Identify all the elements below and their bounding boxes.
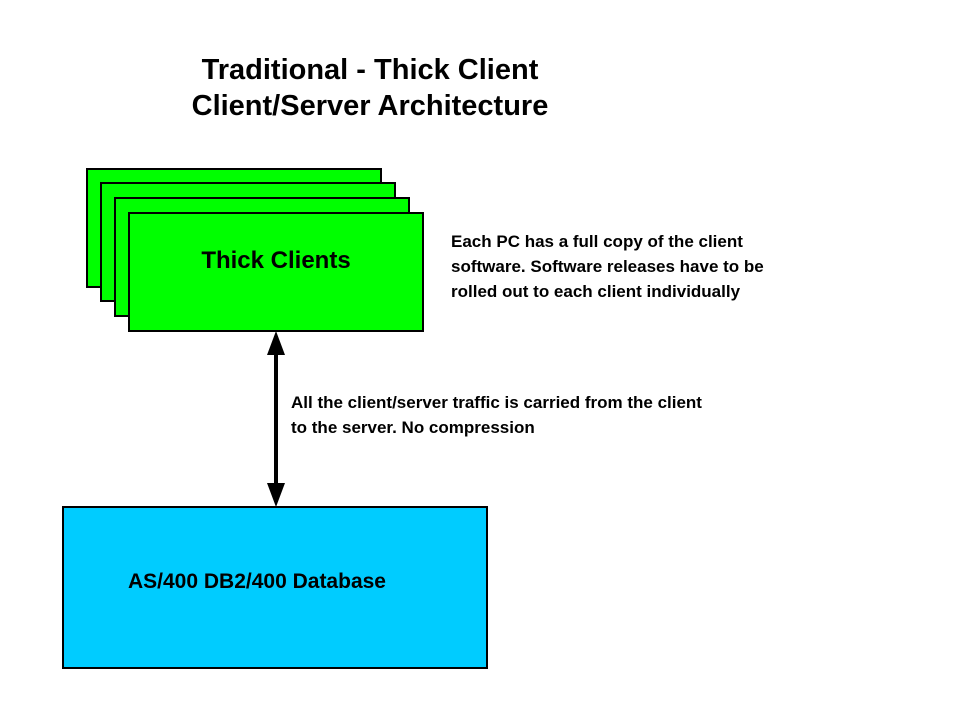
database-label: AS/400 DB2/400 Database (128, 570, 386, 593)
title-line-2: Client/Server Architecture (191, 90, 549, 122)
thick-client-box-front: Thick Clients (128, 212, 424, 332)
annotation-client-software: Each PC has a full copy of the client so… (451, 229, 764, 304)
annotation-traffic: All the client/server traffic is carried… (291, 390, 702, 440)
annotation-client-software-line-1: Each PC has a full copy of the client (451, 232, 743, 251)
annotation-traffic-line-1: All the client/server traffic is carried… (291, 393, 702, 412)
annotation-client-software-line-3: rolled out to each client individually (451, 282, 741, 301)
thick-clients-label: Thick Clients (201, 247, 351, 274)
title-line-1: Traditional - Thick Client (201, 54, 539, 86)
diagram-title: Traditional - Thick Client Client/Server… (0, 52, 740, 124)
database-box: AS/400 DB2/400 Database (62, 506, 488, 669)
double-headed-arrow-icon (267, 331, 285, 507)
annotation-client-software-line-2: software. Software releases have to be (451, 257, 764, 276)
annotation-traffic-line-2: to the server. No compression (291, 418, 535, 437)
